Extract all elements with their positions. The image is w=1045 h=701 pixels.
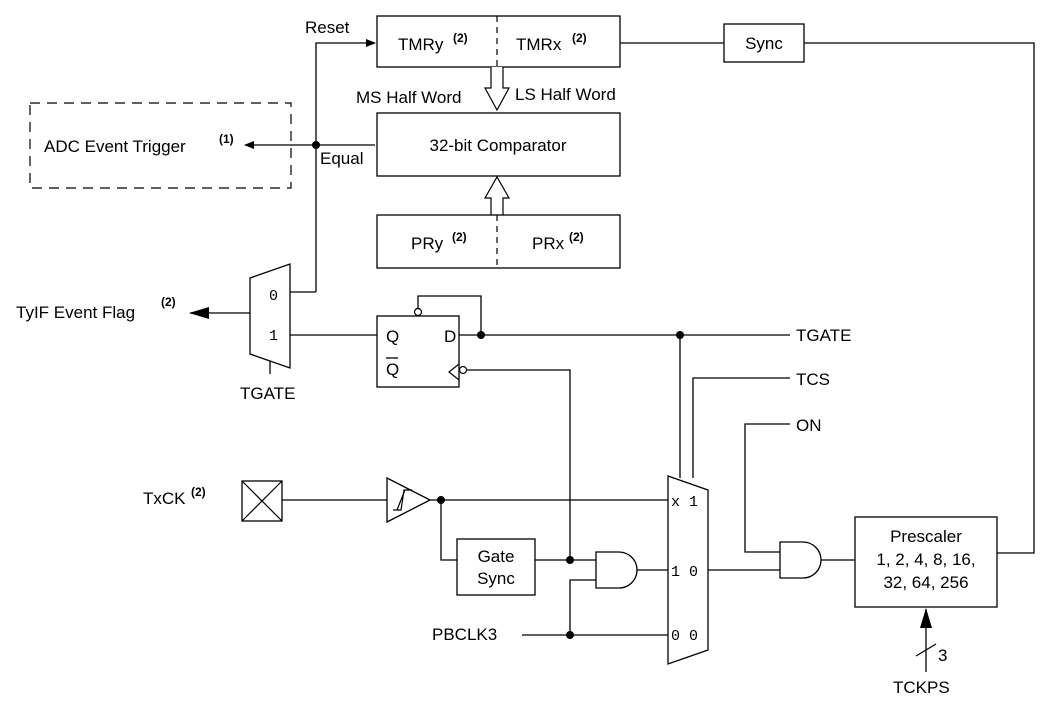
wire-reset xyxy=(315,39,376,292)
tmrx-sup: (2) xyxy=(572,31,587,45)
ms-half-word-label: MS Half Word xyxy=(356,88,462,107)
junction-equal xyxy=(312,141,320,149)
mux-right: x 1 1 0 0 0 xyxy=(667,475,709,665)
on-label: ON xyxy=(796,416,822,435)
tmry-label: TMRy xyxy=(398,35,444,54)
comparator-block: 32-bit Comparator xyxy=(376,112,621,177)
prx-label: PRx xyxy=(532,234,565,253)
wire-tcs xyxy=(692,377,790,478)
pry-sup: (2) xyxy=(452,230,467,244)
reset-label: Reset xyxy=(305,18,350,37)
ff-qbar-label: Q xyxy=(386,360,399,379)
pry-label: PRy xyxy=(411,234,444,253)
junction-pbclk xyxy=(566,631,574,639)
bus-width-label: 3 xyxy=(938,646,947,665)
tmrx-label: TMRx xyxy=(516,35,562,54)
junction-d xyxy=(477,331,485,339)
prx-sup: (2) xyxy=(569,230,584,244)
mux-right-10: 1 0 xyxy=(671,564,698,581)
ff-d-label: D xyxy=(444,327,456,346)
bus-arrow-pr xyxy=(483,175,511,215)
prescaler-values-1: 1, 2, 4, 8, 16, xyxy=(876,550,975,569)
txck-label: TxCK xyxy=(143,489,186,508)
mux-right-x1: x 1 xyxy=(671,494,698,511)
mux-left-in0: 0 xyxy=(269,288,278,305)
gate-sync-label-1: Gate xyxy=(478,547,515,566)
prescaler-block: Prescaler 1, 2, 4, 8, 16, 32, 64, 256 xyxy=(854,516,998,608)
tckps-label: TCKPS xyxy=(893,678,950,697)
txck-sup: (2) xyxy=(191,485,206,499)
equal-label: Equal xyxy=(320,149,363,168)
tmry-sup: (2) xyxy=(453,31,468,45)
txck-pin-icon xyxy=(241,480,283,522)
tyif-label: TyIF Event Flag xyxy=(16,303,135,322)
wire-on xyxy=(744,423,790,553)
wire-clk-ff xyxy=(467,369,571,560)
prescaler-title: Prescaler xyxy=(890,527,962,546)
mux-tgate-label: TGATE xyxy=(240,384,295,403)
wire-schmitt-gatesync xyxy=(440,500,457,561)
sync-label: Sync xyxy=(745,34,783,53)
and-gate-right xyxy=(779,541,822,579)
schmitt-trigger-icon xyxy=(386,476,432,524)
tyif-sup: (2) xyxy=(161,295,176,309)
comparator-label: 32-bit Comparator xyxy=(429,136,566,155)
wire-sync-prescaler xyxy=(804,42,1035,554)
ff-q-label: Q xyxy=(386,327,399,346)
prescaler-values-2: 32, 64, 256 xyxy=(883,573,968,592)
adc-trigger-sup: (1) xyxy=(219,132,234,146)
adc-trigger-box: ADC Event Trigger (1) xyxy=(29,102,292,189)
mux-left-in1: 1 xyxy=(269,328,278,345)
ff-inv-bubble-clk xyxy=(458,365,468,375)
wire-pbclk-and xyxy=(569,579,596,635)
d-flipflop: Q Q D xyxy=(376,315,460,388)
mux-right-00: 0 0 xyxy=(671,628,698,645)
ls-half-word-label: LS Half Word xyxy=(515,85,616,104)
gate-sync-label-2: Sync xyxy=(477,569,515,588)
pbclk-label: PBCLK3 xyxy=(432,625,497,644)
tgate-label: TGATE xyxy=(796,326,851,345)
pr-register: PRy (2) PRx (2) xyxy=(376,214,621,269)
wire-ff-feedback xyxy=(417,295,482,335)
mux-left: 0 1 xyxy=(249,263,291,369)
gate-sync-block: Gate Sync xyxy=(456,538,536,596)
junction-gatesync xyxy=(566,556,574,564)
bus-arrow-tmr xyxy=(483,67,511,112)
bus-slash xyxy=(915,643,937,657)
adc-trigger-label: ADC Event Trigger xyxy=(44,137,186,156)
and-gate-left xyxy=(595,551,638,589)
sync-block: Sync xyxy=(723,23,805,63)
tmr-register: TMRy (2) TMRx (2) xyxy=(376,15,621,68)
tcs-label: TCS xyxy=(796,370,830,389)
ff-inv-bubble-top xyxy=(413,307,423,317)
